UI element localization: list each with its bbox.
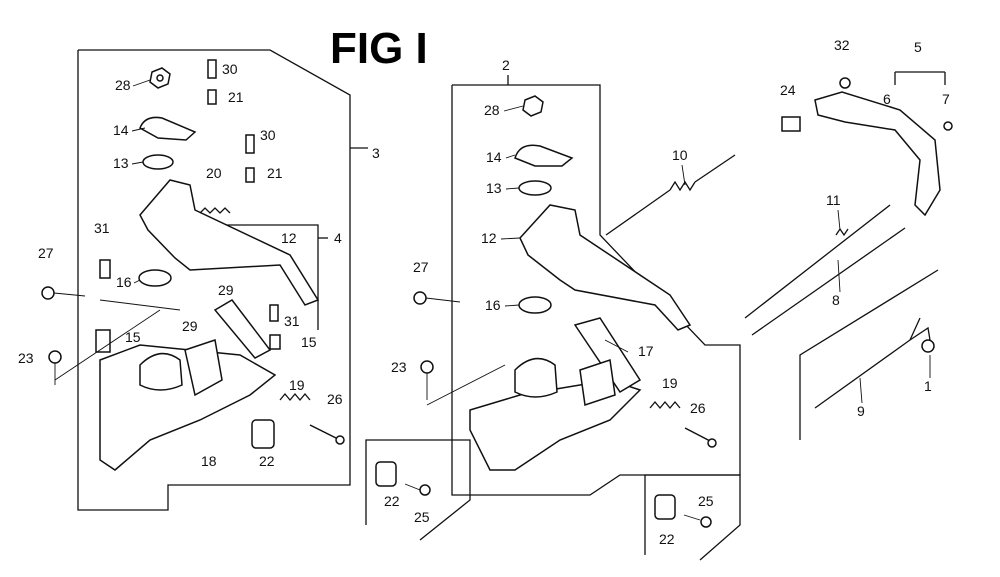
- lever-assembly-5: [781, 71, 953, 217]
- label-25-box-left: 25: [414, 509, 430, 525]
- label-19-mid: 19: [662, 375, 678, 391]
- label-23-left: 23: [18, 350, 34, 366]
- middle-assembly-parts: [413, 95, 717, 471]
- label-22-box-right: 22: [659, 531, 675, 547]
- label-21-top: 21: [228, 89, 244, 105]
- label-21-mid: 21: [267, 165, 283, 181]
- label-25-box-right: 25: [698, 493, 714, 509]
- label-28-mid: 28: [484, 102, 500, 118]
- label-3: 3: [372, 145, 380, 161]
- label-13-left: 13: [113, 155, 129, 171]
- left-assembly-frame: [77, 49, 368, 511]
- label-30-mid: 30: [260, 127, 276, 143]
- label-2: 2: [502, 57, 510, 73]
- figure-title: FIG I: [330, 24, 428, 73]
- label-24: 24: [780, 82, 796, 98]
- spring-10: [605, 154, 736, 236]
- left-assembly-parts: [41, 59, 345, 471]
- label-11: 11: [826, 192, 841, 208]
- label-4: 4: [334, 230, 342, 246]
- label-12-mid: 12: [481, 230, 497, 246]
- label-32: 32: [834, 37, 850, 53]
- label-19-left: 19: [289, 377, 305, 393]
- label-23-mid: 23: [391, 359, 407, 375]
- label-15-right: 15: [301, 334, 317, 350]
- label-29-b: 29: [182, 318, 198, 334]
- label-31-left: 31: [94, 220, 110, 236]
- label-17: 17: [638, 343, 654, 359]
- label-9: 9: [857, 403, 865, 419]
- rod-9-region: [799, 269, 939, 440]
- sleeve-bolt-box-left: [365, 439, 471, 541]
- label-27-mid: 27: [413, 259, 429, 275]
- leader-lines: [131, 79, 931, 404]
- label-20: 20: [206, 165, 222, 181]
- label-7: 7: [942, 91, 950, 107]
- label-27-left: 27: [38, 245, 54, 261]
- label-14-left: 14: [113, 122, 129, 138]
- label-6: 6: [883, 91, 891, 107]
- label-31-mid: 31: [284, 313, 300, 329]
- label-16-left: 16: [116, 274, 132, 290]
- label-14-mid: 14: [486, 149, 502, 165]
- label-30-top: 30: [222, 61, 238, 77]
- label-5: 5: [914, 39, 922, 55]
- label-26-left: 26: [327, 391, 343, 407]
- label-29-a: 29: [218, 282, 234, 298]
- rods-8-11: [744, 204, 906, 336]
- label-22-left: 22: [259, 453, 275, 469]
- label-10: 10: [672, 147, 688, 163]
- label-28-left: 28: [115, 77, 131, 93]
- label-13-mid: 13: [486, 180, 502, 196]
- sleeve-bolt-box-right: [644, 474, 741, 561]
- label-15-left: 15: [125, 329, 141, 345]
- label-1: 1: [924, 378, 932, 394]
- label-18: 18: [201, 453, 217, 469]
- label-26-mid: 26: [690, 400, 706, 416]
- label-12-left: 12: [281, 230, 297, 246]
- callout-labels: 28 30 21 14 30 3 13 20 21 31 12 4 27 16 …: [18, 37, 950, 547]
- middle-assembly-frame: [451, 75, 741, 496]
- label-8: 8: [832, 292, 840, 308]
- label-16-mid: 16: [485, 297, 501, 313]
- label-22-box-left: 22: [384, 493, 400, 509]
